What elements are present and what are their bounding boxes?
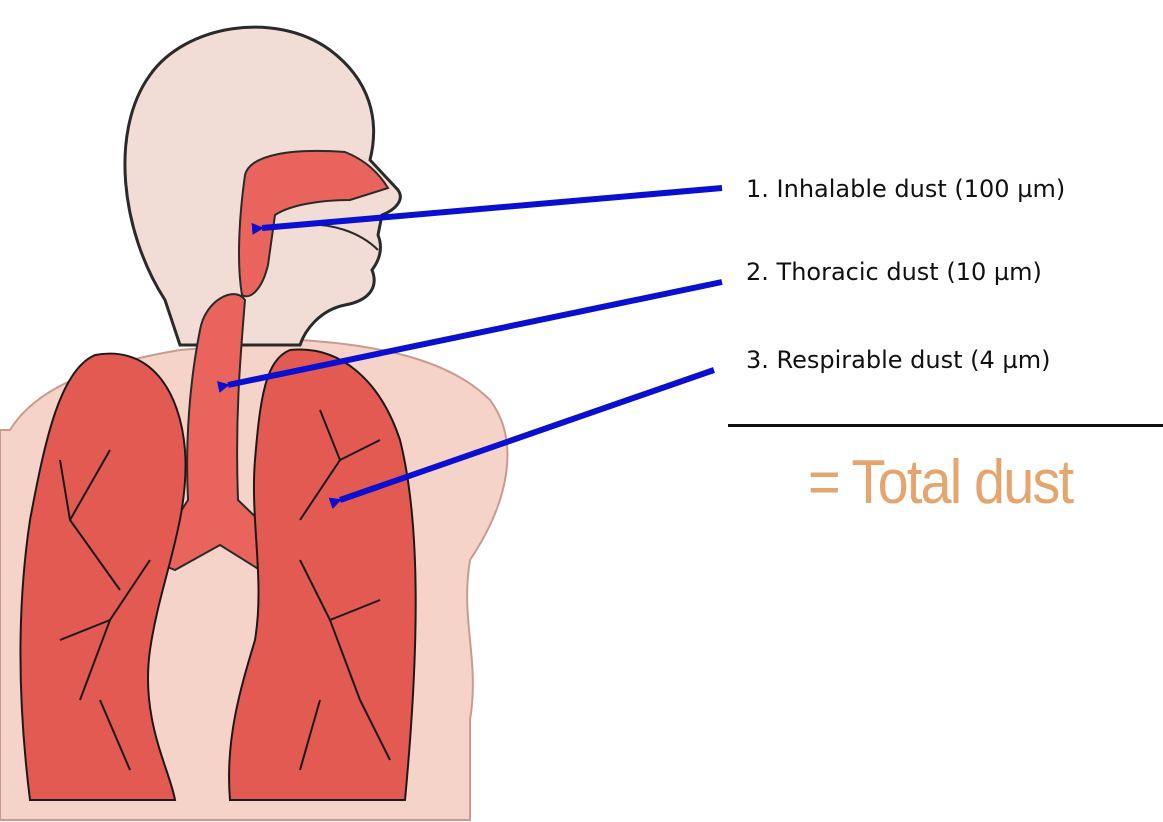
label-respirable-dust: 3. Respirable dust (4 µm) <box>746 348 1050 372</box>
label-inhalable-dust: 1. Inhalable dust (100 µm) <box>746 177 1065 201</box>
total-dust-label: = Total dust <box>808 452 1072 514</box>
sum-divider-line <box>728 424 1163 427</box>
label-thoracic-dust: 2. Thoracic dust (10 µm) <box>746 260 1042 284</box>
